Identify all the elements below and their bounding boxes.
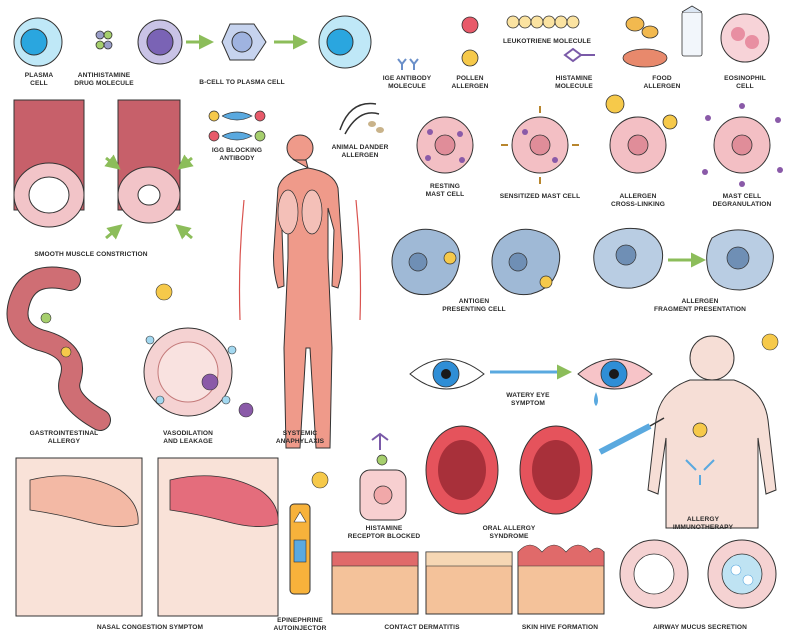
immunotherapy-body-icon — [598, 335, 777, 529]
igg-antibody-icon — [208, 110, 266, 142]
eosinophil-cell-icon — [720, 13, 770, 63]
b-cell-icon — [137, 19, 183, 65]
airway-mucus-label: AIRWAY MUCUS SECRETION — [652, 624, 748, 631]
animal-dander-icon — [339, 102, 384, 135]
watery-eye-icon — [577, 358, 653, 406]
vasodilation-icon — [143, 327, 254, 418]
resting-mast-cell-icon — [416, 116, 474, 174]
sensitized-mast-label: SENSITIZED MAST CELL — [499, 193, 581, 200]
normal-eye-icon — [409, 358, 485, 390]
epinephrine-autoinjector-icon — [289, 503, 311, 595]
nasal-left-icon — [15, 457, 143, 617]
nasal-right-icon — [157, 457, 279, 617]
intermediate-cell-icon — [221, 23, 267, 61]
antigen-presenting-cell-icon — [391, 228, 561, 296]
b-cell-label: B-CELL TO PLASMA CELL — [199, 79, 285, 86]
leukotriene-molecule-icon — [506, 15, 580, 29]
airway-mucus-icon — [619, 539, 777, 609]
nasal-congestion-label: NASAL CONGESTION SYMPTOM — [96, 624, 204, 631]
plasma-cell-icon — [13, 17, 63, 67]
sensitized-mast-cell-icon — [501, 106, 579, 184]
pollen-allergen-icon — [461, 16, 479, 67]
antihistamine-molecule-icon — [95, 30, 113, 50]
contact-dermatitis-label: CONTACT DERMATITIS — [384, 624, 460, 631]
skin-hive-label: SKIN HIVE FORMATION — [521, 624, 599, 631]
allergen-crosslinking-icon — [605, 94, 678, 174]
airway-tube-left-icon — [13, 99, 85, 228]
constriction-arrows-icon — [104, 154, 194, 240]
fragment-presentation-icon — [593, 227, 774, 291]
contact-dermatitis-icon — [331, 551, 513, 615]
oral-allergy-icon — [425, 425, 593, 515]
airway-tube-right-icon — [117, 99, 181, 224]
food-allergen-icon — [622, 5, 703, 68]
histamine-molecule-icon — [563, 47, 595, 63]
histamine-receptor-icon — [359, 432, 407, 521]
skin-hive-icon — [517, 544, 605, 615]
mast-cell-degranulation-icon — [702, 103, 783, 187]
smooth-muscle-label: SMOOTH MUSCLE CONSTRICTION — [34, 251, 148, 258]
pollen-icon — [155, 283, 779, 489]
gastrointestinal-icon — [6, 266, 111, 431]
human-body-icon — [238, 134, 362, 449]
ige-antibody-icon — [397, 58, 419, 70]
leukotriene-label: LEUKOTRIENE MOLECULE — [502, 38, 592, 45]
plasma-cell-result-icon — [318, 15, 372, 69]
